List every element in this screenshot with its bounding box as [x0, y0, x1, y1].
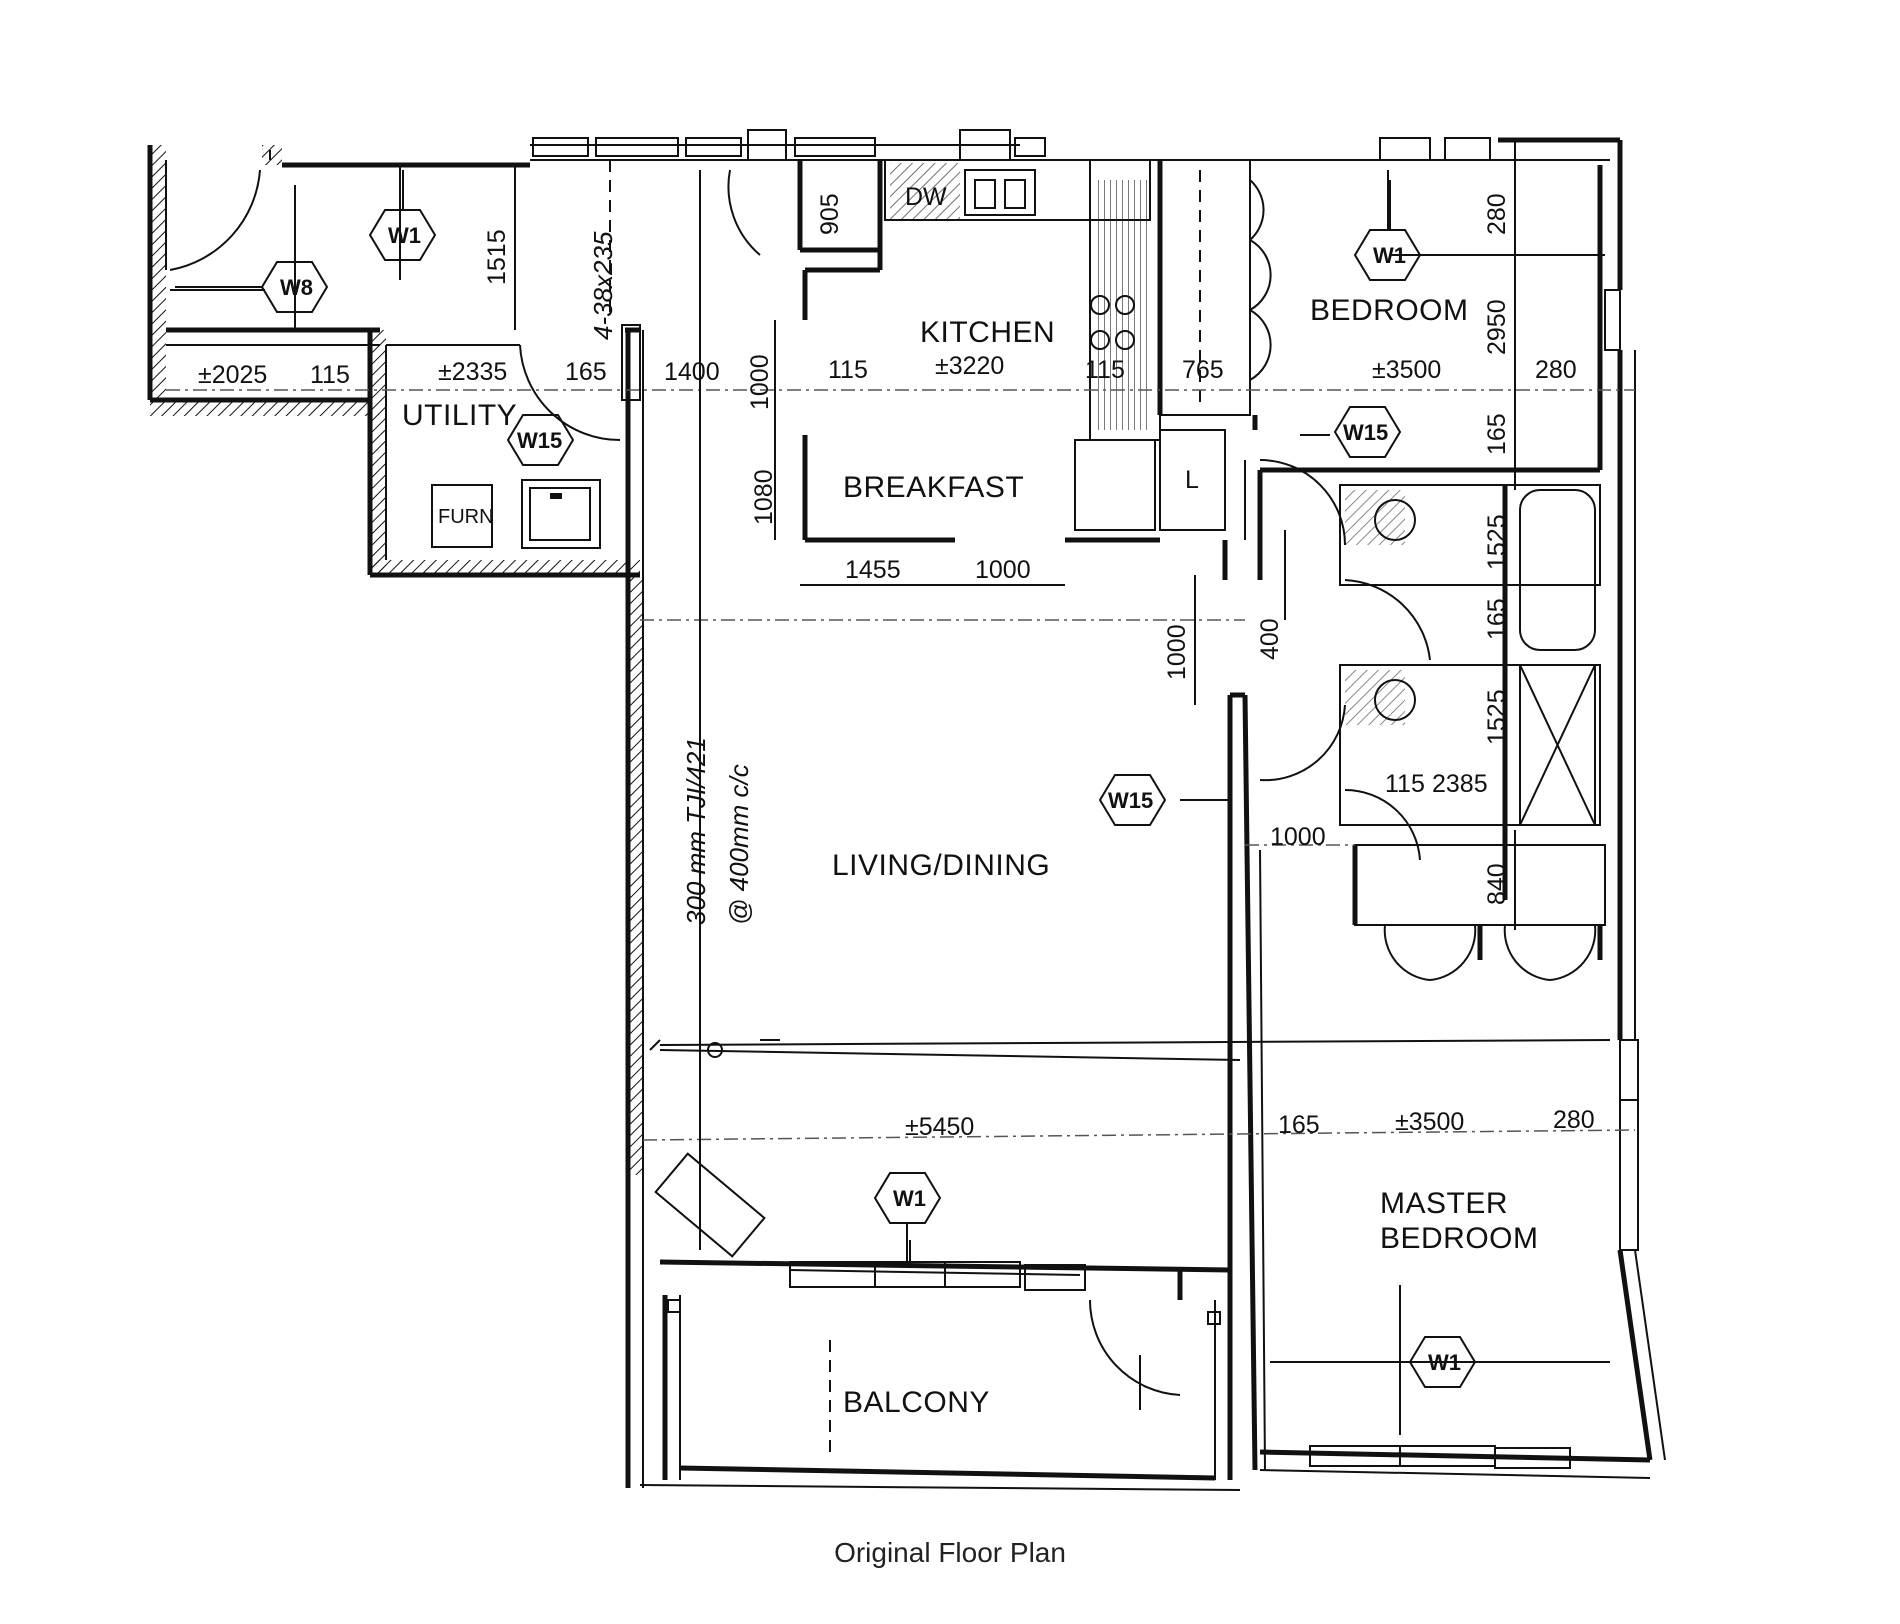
dim-165-c: 165 — [1483, 598, 1511, 640]
dim-280-a: 280 — [1483, 193, 1511, 235]
dim-840: 840 — [1483, 863, 1511, 905]
furnace-label: FURN — [438, 506, 494, 528]
plan-caption: Original Floor Plan — [834, 1537, 1066, 1568]
linen-closet-label: L — [1185, 466, 1199, 494]
window-tag-text: W8 — [280, 275, 313, 300]
dim-765: 765 — [1182, 356, 1224, 384]
dim-2950: 2950 — [1483, 299, 1511, 355]
joist-note-line1: 300 mm TJI/421 — [681, 737, 711, 925]
window-tag-w15-utility: W15 — [506, 414, 575, 466]
dim-2385: 2385 — [1432, 770, 1488, 798]
interior-walls — [621, 159, 1606, 1270]
dim-1400: 1400 — [664, 358, 720, 386]
dim-5450: ±5450 — [905, 1113, 974, 1141]
dim-905: 905 — [816, 193, 844, 235]
dim-1455: 1455 — [845, 556, 901, 584]
door-swings — [169, 169, 1597, 1410]
window-tag-text: W1 — [893, 1186, 926, 1211]
dim-1000-d: 1000 — [1270, 823, 1326, 851]
dim-1525-a: 1525 — [1483, 514, 1511, 570]
bedroom-label: BEDROOM — [1310, 294, 1469, 327]
dim-165-b: 165 — [1483, 413, 1511, 455]
dim-1000-a: 1000 — [746, 354, 774, 410]
dim-165-d: 165 — [1278, 1111, 1320, 1139]
utility-fixtures — [431, 479, 601, 549]
dim-1515: 1515 — [483, 229, 511, 285]
balcony-label: BALCONY — [843, 1386, 990, 1419]
window-tag-text: W15 — [1343, 420, 1388, 445]
living-dining-label: LIVING/DINING — [832, 849, 1050, 882]
window-tag-w1-living: W1 — [873, 1172, 942, 1262]
dim-2335: ±2335 — [438, 358, 507, 386]
window-tag-w15-living: W15 — [1098, 774, 1167, 826]
master-bedroom-label-line1: MASTER — [1380, 1187, 1508, 1220]
window-tag-text: W15 — [1108, 788, 1153, 813]
window-tag-text: W15 — [517, 428, 562, 453]
window-tag-w1-master: W1 — [1408, 1336, 1477, 1388]
dim-3500-a: ±3500 — [1372, 356, 1441, 384]
dimension-lines — [166, 140, 1636, 1435]
dim-3500-b: ±3500 — [1395, 1108, 1464, 1136]
dim-3220: ±3220 — [935, 352, 1004, 380]
window-tag-w15-bedroom: W15 — [1333, 406, 1402, 458]
utility-label: UTILITY — [402, 399, 517, 432]
dim-1000-b: 1000 — [975, 556, 1031, 584]
balcony-detail — [654, 1152, 831, 1460]
dim-115-c: 115 — [1085, 356, 1125, 384]
window-tag-w1-bedroom: W1 — [1353, 170, 1422, 281]
exterior-walls — [147, 129, 1666, 1491]
dim-115-b: 115 — [828, 356, 868, 384]
window-tag-text: W1 — [1373, 243, 1406, 268]
lintel-note: 4-38x235 — [588, 231, 618, 340]
dim-1080: 1080 — [750, 469, 778, 525]
window-tag-text: W1 — [1428, 1350, 1461, 1375]
dim-115-d: 115 — [1385, 770, 1425, 798]
dim-400: 400 — [1256, 618, 1284, 660]
dim-165-a: 165 — [565, 358, 607, 386]
dim-280-c: 280 — [1553, 1106, 1595, 1134]
breakfast-label: BREAKFAST — [843, 471, 1024, 504]
kitchen-label: KITCHEN — [920, 316, 1055, 349]
dishwasher-label: DW — [905, 183, 947, 211]
master-bedroom-label-line2: BEDROOM — [1380, 1222, 1539, 1255]
window-tag-w8: W8 — [175, 190, 329, 313]
window-tag-w1-top: W1 — [368, 170, 437, 261]
dim-1525-b: 1525 — [1483, 689, 1511, 745]
window-tag-text: W1 — [388, 223, 421, 248]
dim-115-a: 115 — [310, 361, 350, 389]
dim-1000-c: 1000 — [1163, 624, 1191, 680]
dim-2025: ±2025 — [198, 361, 267, 389]
dim-280-b: 280 — [1535, 356, 1577, 384]
joist-note-line2: @ 400mm c/c — [724, 764, 754, 925]
